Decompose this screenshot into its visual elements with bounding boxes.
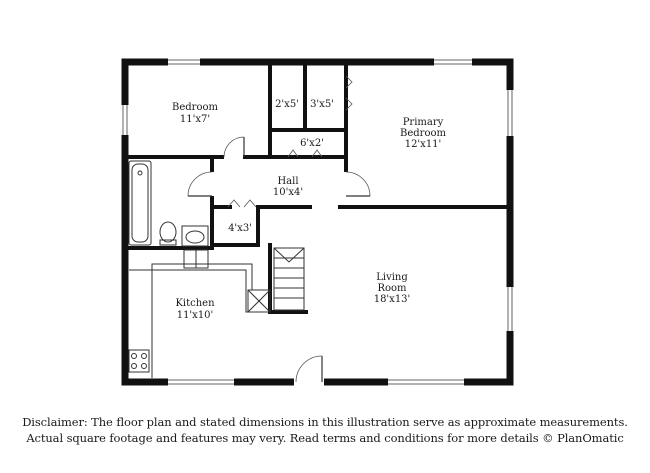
- kitchen-fixtures: [128, 249, 271, 378]
- living-room-size: 18'x13': [374, 294, 411, 305]
- window-bottom-right: [388, 378, 464, 386]
- closet-d-size: 4'x3': [228, 223, 252, 234]
- window-top-right: [434, 58, 472, 66]
- kitchen-size: 11'x10': [177, 310, 214, 321]
- hall-label: Hall: [277, 176, 298, 187]
- closet-a-size: 2'x5': [275, 99, 299, 110]
- front-door: [294, 355, 324, 386]
- disclaimer-line-1: Disclaimer: The floor plan and stated di…: [22, 415, 628, 429]
- bathroom-fixtures: [128, 160, 209, 247]
- window-top-left: [168, 58, 200, 66]
- kitchen-label: Kitchen: [175, 298, 215, 309]
- primary-bedroom-size: 12'x11': [405, 139, 442, 150]
- primary-bedroom-label-2: Bedroom: [400, 128, 446, 139]
- stairs: [273, 247, 305, 311]
- hall-size: 10'x4': [273, 187, 303, 198]
- bedroom-label: Bedroom: [172, 102, 218, 113]
- disclaimer-line-2: Actual square footage and features may v…: [26, 431, 624, 445]
- closet-c-size: 6'x2': [300, 138, 324, 149]
- bedroom-size: 11'x7': [180, 114, 210, 125]
- window-right-lower: [506, 287, 514, 331]
- window-bottom-left: [168, 378, 234, 386]
- closet-b-size: 3'x5': [310, 99, 334, 110]
- interior-walls: [123, 64, 508, 314]
- living-room-label-2: Room: [377, 283, 407, 294]
- primary-bedroom-label-1: Primary: [403, 117, 444, 128]
- interior-doors: [187, 75, 371, 208]
- windows: [121, 58, 514, 386]
- window-right-upper: [506, 90, 514, 136]
- living-room-label-1: Living: [376, 272, 408, 283]
- exterior-walls: [121, 58, 514, 386]
- window-left-upper: [121, 105, 129, 135]
